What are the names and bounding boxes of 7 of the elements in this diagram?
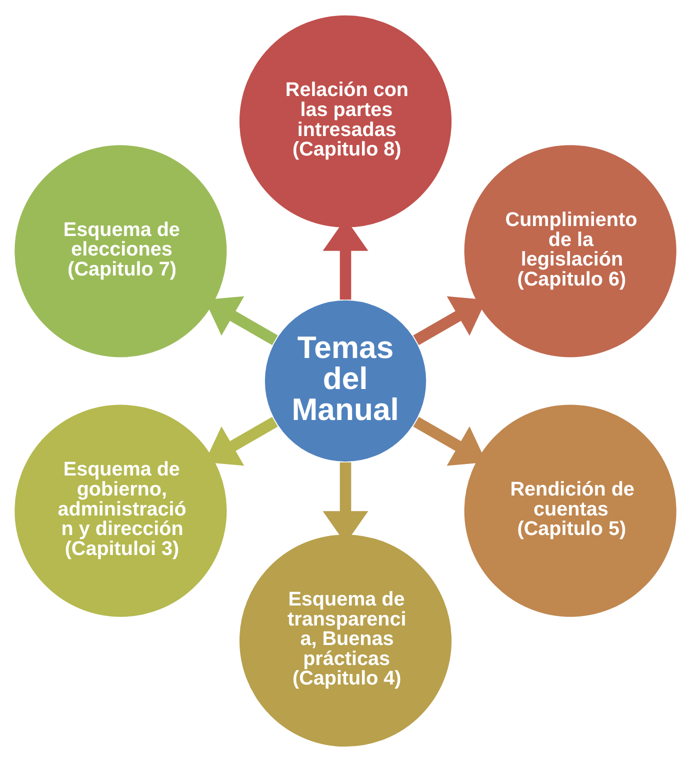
node-circle: Cumplimiento de la legislación (Capitulo 6) [462, 144, 678, 359]
node-circle: Temas del Manual [264, 299, 428, 463]
node-circle: Esquema de transparenci a, Buenas prácticas (Capitulo 4) [238, 533, 453, 748]
node-circle: Esquema de elecciones (Capitulo 7) [13, 144, 228, 359]
node-circle: Esquema de gobierno, administració n y dirección (Capituloi 3) [13, 403, 228, 618]
node-circle: Relación con las partes intresadas (Capitulo 8) [238, 14, 453, 229]
node-circle: Rendición de cuentas (Capitulo 5) [462, 403, 678, 618]
